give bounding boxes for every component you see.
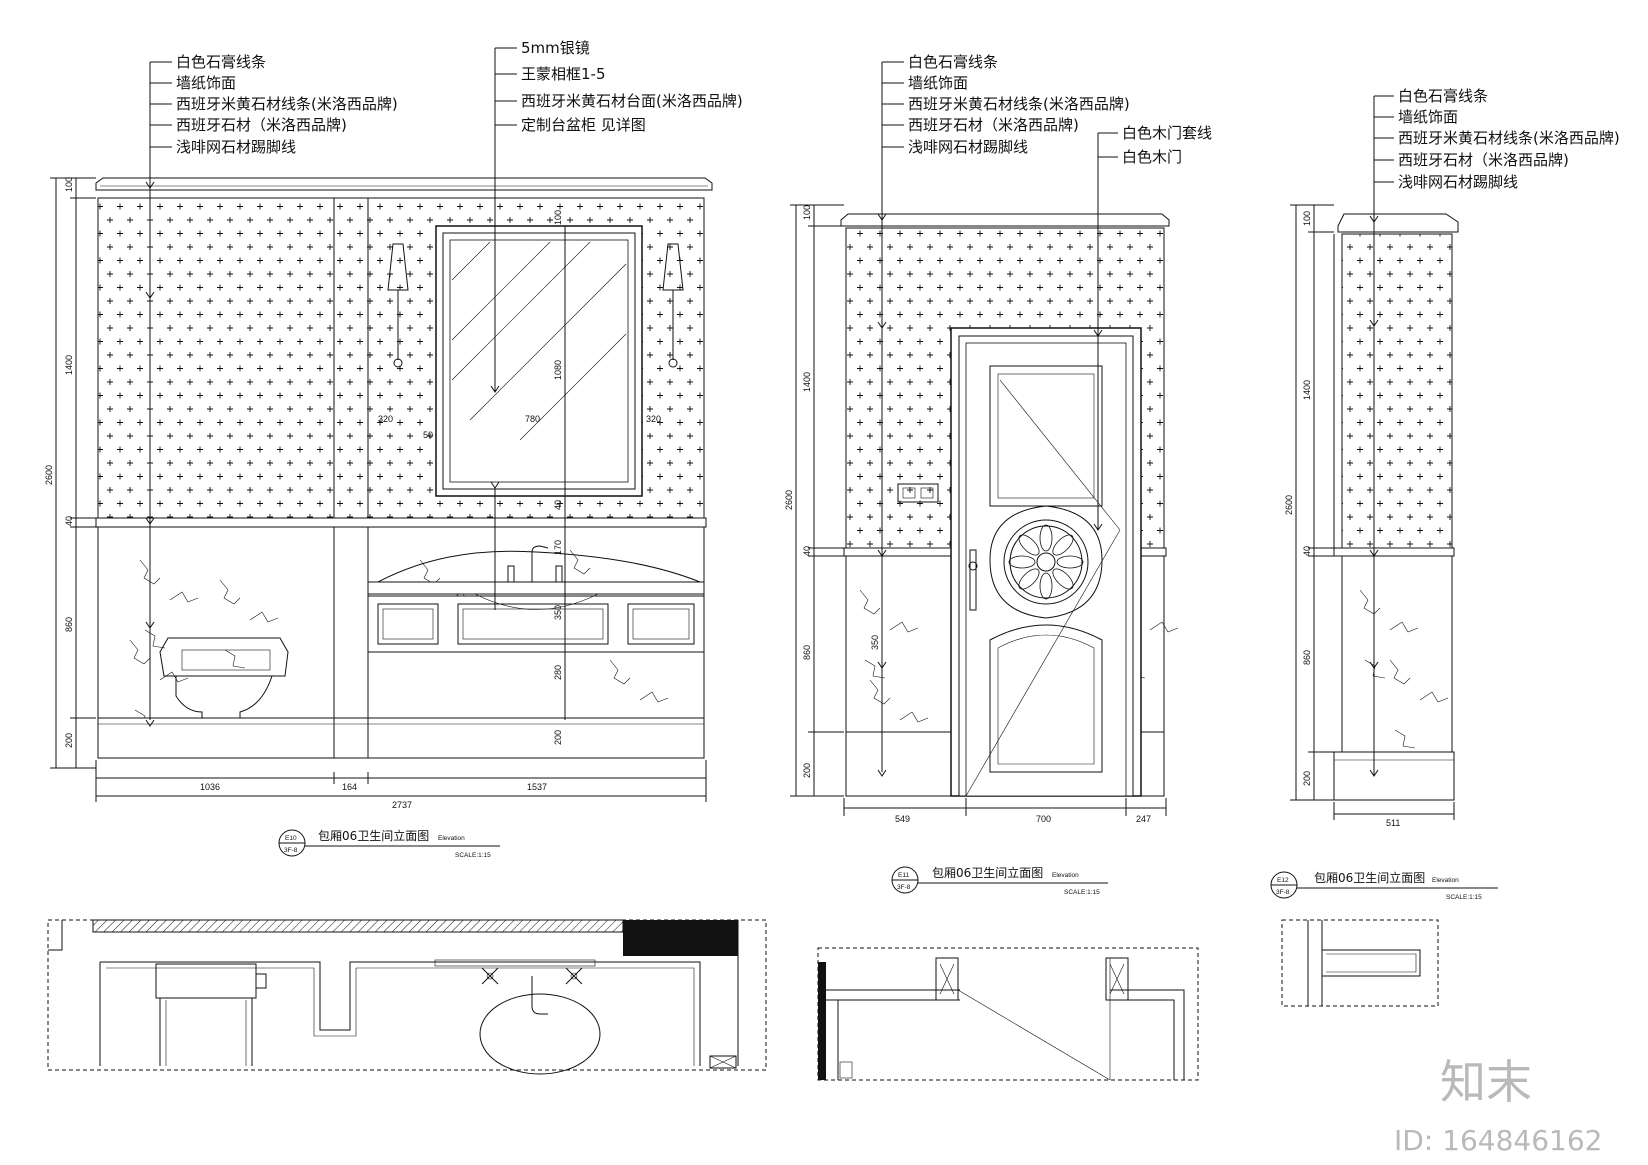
scale-e12: SCALE:1:15: [1446, 894, 1482, 901]
subtitle-e11: Elevation: [1052, 872, 1079, 879]
elevation-e10: 白色石膏线条 墙纸饰面 西班牙米黄石材线条(米洛西品牌) 西班牙石材（米洛西品牌…: [44, 39, 743, 859]
tag-e10-top: E10: [285, 835, 297, 842]
watermark: 知末 ID: 164846162: [1394, 1055, 1602, 1157]
callout-e10-5: 浅啡网石材踢脚线: [176, 138, 296, 156]
dim-e10-860: 860: [64, 617, 74, 632]
dim-e10-40: 40: [64, 516, 74, 526]
watermark-logo: 知末: [1440, 1055, 1532, 1109]
dim-e11-b700: 700: [1036, 814, 1051, 824]
dim-e10-i170: 170: [553, 540, 563, 555]
plan-e11: [817, 947, 1199, 1081]
dim-e10-i100: 100: [553, 210, 563, 225]
dim-e10-2600: 2600: [44, 465, 54, 485]
title-e10: 包厢06卫生间立面图: [318, 828, 429, 843]
tag-e10-bottom: 3F-8: [284, 847, 298, 854]
tag-e12-top: E12: [1277, 877, 1289, 884]
callout-e10-r3: 西班牙米黄石材台面(米洛西品牌): [521, 92, 743, 110]
callout-e10-2: 墙纸饰面: [176, 74, 236, 92]
dim-e12-100: 100: [1302, 211, 1312, 226]
dim-e12-200: 200: [1302, 771, 1312, 786]
watermark-id: ID: 164846162: [1394, 1124, 1602, 1157]
dim-e11-1400: 1400: [802, 372, 812, 392]
callout-e10-r4: 定制台盆柜 见详图: [521, 116, 646, 134]
dim-e11-2600: 2600: [784, 490, 794, 510]
dim-e10-1400: 1400: [64, 355, 74, 375]
dim-e11-b247: 247: [1136, 814, 1151, 824]
dim-e11-200: 200: [802, 763, 812, 778]
dim-e10-i280: 280: [553, 665, 563, 680]
tag-e12-bottom: 3F-8: [1276, 889, 1290, 896]
dim-e10-b1036: 1036: [200, 782, 220, 792]
callout-e11-2: 墙纸饰面: [908, 74, 968, 92]
dim-e12-1400: 1400: [1302, 380, 1312, 400]
callout-e12-5: 浅啡网石材踢脚线: [1398, 173, 1518, 191]
dim-e11-40: 40: [802, 546, 812, 556]
callout-e11-4: 西班牙石材（米洛西品牌): [908, 116, 1079, 134]
callout-e11-r1: 白色木门套线: [1122, 124, 1212, 142]
subtitle-e10: Elevation: [438, 835, 465, 842]
title-e11: 包厢06卫生间立面图: [932, 865, 1043, 880]
dim-e10-b1537: 1537: [527, 782, 547, 792]
title-e12: 包厢06卫生间立面图: [1314, 870, 1425, 885]
dim-e10-200: 200: [64, 733, 74, 748]
plan-e12: [1281, 919, 1439, 1007]
callout-e10-r2: 王蒙相框1-5: [521, 65, 606, 83]
scale-e10: SCALE:1:15: [455, 852, 491, 859]
callout-e12-1: 白色石膏线条: [1398, 87, 1488, 105]
dim-e10-100: 100: [64, 177, 74, 192]
callout-e11-r2: 白色木门: [1122, 148, 1182, 166]
callout-e11-3: 西班牙米黄石材线条(米洛西品牌): [908, 95, 1130, 113]
dim-e10-total: 2737: [392, 800, 412, 810]
dim-e12-b511: 511: [1386, 818, 1400, 828]
callout-e11-5: 浅啡网石材踢脚线: [908, 138, 1028, 156]
dim-e10-b164: 164: [342, 782, 357, 792]
callout-e10-r1: 5mm银镜: [521, 39, 590, 57]
tag-e11-bottom: 3F-8: [897, 884, 911, 891]
callout-e10-4: 西班牙石材（米洛西品牌): [176, 116, 347, 134]
dim-e11-860: 860: [802, 645, 812, 660]
dim-e12-40: 40: [1302, 546, 1312, 556]
dim-e12-2600: 2600: [1284, 495, 1294, 515]
callout-e12-2: 墙纸饰面: [1398, 108, 1458, 126]
callout-e12-3: 西班牙米黄石材线条(米洛西品牌): [1398, 129, 1620, 147]
dim-e10-i350: 350: [553, 605, 563, 620]
dim-e10-i320a: 320: [378, 414, 393, 424]
dim-e10-i200: 200: [553, 730, 563, 745]
dim-e12-860: 860: [1302, 650, 1312, 665]
scale-e11: SCALE:1:15: [1064, 889, 1100, 896]
subtitle-e12: Elevation: [1432, 877, 1459, 884]
callout-e12-4: 西班牙石材（米洛西品牌): [1398, 151, 1569, 169]
callout-e10-3: 西班牙米黄石材线条(米洛西品牌): [176, 95, 398, 113]
dim-e11-100: 100: [802, 205, 812, 220]
dim-e11-350: 350: [870, 635, 880, 650]
dim-e10-i50: 50: [423, 430, 433, 440]
elevation-e11: 白色石膏线条 墙纸饰面 西班牙米黄石材线条(米洛西品牌) 西班牙石材（米洛西品牌…: [784, 53, 1212, 896]
dim-e10-i40: 40: [553, 500, 563, 510]
tag-e11-top: E11: [898, 872, 909, 879]
callout-e11-1: 白色石膏线条: [908, 53, 998, 71]
plan-e10: [47, 919, 767, 1075]
dim-e10-i320b: 320: [646, 414, 661, 424]
dim-e11-b549: 549: [895, 814, 910, 824]
elevation-e12: 白色石膏线条 墙纸饰面 西班牙米黄石材线条(米洛西品牌) 西班牙石材（米洛西品牌…: [1270, 87, 1620, 901]
dim-e10-i780: 780: [525, 414, 540, 424]
callout-e10-1: 白色石膏线条: [176, 53, 266, 71]
dim-e10-i1080: 1080: [553, 360, 563, 380]
